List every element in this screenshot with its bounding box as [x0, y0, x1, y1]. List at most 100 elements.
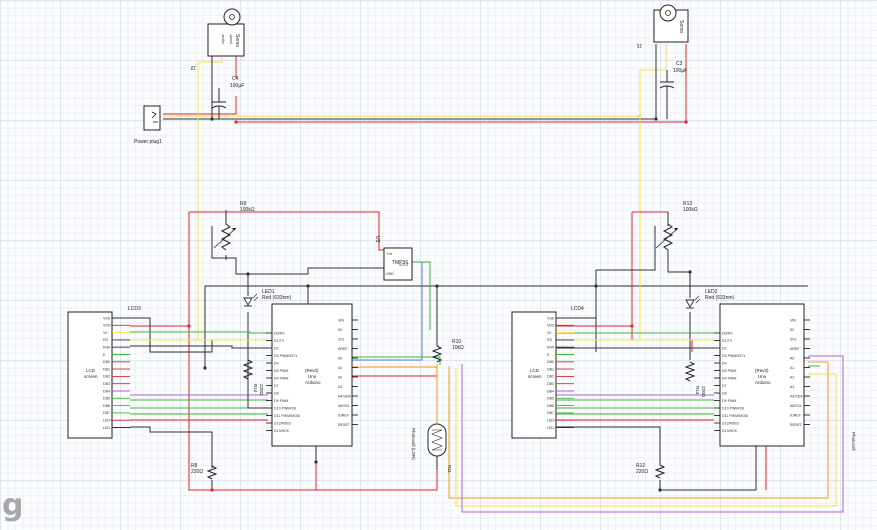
arduino2-left-pin-label: D8	[722, 391, 727, 395]
lcd4-pin-label: VDD	[547, 324, 555, 328]
arduino1-right-pin-label: A1	[338, 366, 342, 370]
wire-uno1-a0-green[interactable]	[352, 356, 441, 365]
arduino1-left-pin-label: D2	[274, 346, 279, 350]
arduino1-right-pin-label: RESET	[338, 423, 351, 427]
resistor-r10[interactable]: R10 10kΩ	[431, 339, 464, 363]
lcd3-label1: LCD	[86, 368, 96, 373]
led1-value: Red (633nm)	[262, 295, 292, 301]
r8-ref: R8	[191, 463, 198, 469]
wire-lcd3-led-minus[interactable]	[130, 426, 213, 468]
u3-label: TMP36	[392, 260, 408, 266]
arduino2-right-pin-label: 5V	[790, 328, 795, 332]
arduino1-right-pin-label: A0	[338, 356, 342, 360]
potentiometer-r13[interactable]: R13 100kΩ	[655, 201, 698, 251]
wire-black-r9[interactable]	[211, 226, 385, 275]
arduino2-left-pin-label: D6 PWM	[722, 376, 736, 380]
wire-lcd4-led-minus[interactable]	[556, 426, 661, 465]
wire-r12-bottom[interactable]	[659, 446, 757, 491]
capacitor-c4[interactable]: C4 100µF	[211, 76, 244, 119]
lcd4-pin-label: V0	[547, 331, 551, 335]
wire-red-right-vertical[interactable]	[631, 212, 693, 352]
resistor-r15[interactable]: R14 220Ω	[684, 361, 706, 398]
lcd3-pin-label: LED-	[103, 426, 112, 430]
wires-left	[130, 56, 844, 513]
r14-value: 220Ω	[259, 384, 264, 396]
arduino2-left-pin-label: D4	[722, 361, 727, 365]
led1-ref: LED1	[262, 289, 275, 295]
lcd3-pin-label: DB0	[103, 360, 110, 364]
arduino2-right-pin-label: A1	[790, 366, 794, 370]
lcd-screen-3[interactable]: LCD3 LCD screen VSSVDDV0RSR/WEDB0DB1DB2D…	[67, 306, 141, 439]
arduino2-line2: Uno	[758, 374, 767, 379]
lcd-screen-4[interactable]: LCD4 LCD screen VSSVDDV0RSR/WEDB0DB1DB2D…	[511, 306, 584, 439]
arduino2-right-pin-label: IOREF	[790, 413, 802, 417]
resistor-r12[interactable]: R12 220Ω	[636, 463, 666, 479]
r9-value: 100kΩ	[240, 207, 255, 213]
resistor-r14[interactable]: R14 220Ω	[242, 359, 264, 396]
arduino2-left-pin-label: D12/MISO	[722, 421, 739, 425]
wire-r14[interactable]	[247, 358, 268, 409]
lcd3-pin-label: R/W	[103, 346, 111, 350]
arduino1-line3: Arduino	[305, 380, 321, 385]
lcd4-pin-label: VSS	[547, 316, 555, 320]
servo1-label: Servo	[234, 34, 240, 47]
wire-black-r13[interactable]	[595, 226, 656, 352]
wire-bottom-purple[interactable]	[461, 355, 844, 513]
lcd3-pin-label: DB3	[103, 382, 110, 386]
wire-lcd3-green-e[interactable]	[130, 331, 268, 334]
servo-1[interactable]: Servo signal power J2	[191, 8, 245, 70]
photocell-1[interactable]: Photocell (LDR) R11	[411, 423, 452, 473]
led2-value: Red (633nm)	[705, 295, 735, 301]
arduino1-left-pin-label: D5 PWM	[274, 369, 288, 373]
lcd4-pin-label: LED-	[547, 426, 556, 430]
arduino2-right-pin-label: RESET	[790, 423, 803, 427]
led-2[interactable]: LED2 Red (633nm)	[685, 289, 735, 309]
lcd3-pin-label: DB1	[103, 367, 110, 371]
r10-ref: R10	[452, 339, 461, 345]
lcd3-pin-label: DB6	[103, 404, 110, 408]
led2-ref: LED2	[705, 289, 718, 295]
wire-bottom-yellow[interactable]	[455, 368, 837, 507]
lcd4-pin-label: E	[547, 353, 550, 357]
watermark-text: g	[2, 488, 24, 523]
lcd3-ref: LCD3	[128, 306, 141, 312]
wire-bottom-orange[interactable]	[448, 361, 829, 499]
sensor-tmp36[interactable]: TMP36 +Vs VOUT GND U3	[374, 236, 413, 281]
lcd3-label2: screen	[84, 374, 98, 379]
led-1[interactable]: LED1 Red (633nm)	[243, 289, 292, 307]
arduino1-right-pin-label: A5/SCL	[338, 404, 350, 408]
resistor-r8[interactable]: R8 220Ω	[191, 463, 218, 480]
potentiometer-r9[interactable]: R9 100kΩ	[213, 201, 255, 251]
capacitor-c3[interactable]: C3 100µF	[659, 61, 687, 119]
lcd4-pin-label: DB5	[547, 397, 554, 401]
wire-power-red-top[interactable]	[163, 96, 237, 115]
arduino1-right-pin-label: A3	[338, 385, 342, 389]
lcd3-pin-label: RS	[103, 338, 109, 342]
arduino2-left-pin-label: D0/RX	[722, 331, 733, 335]
wire-red-r9-top[interactable]	[189, 211, 385, 251]
arduino2-left-pin-label: D5 PWM	[722, 369, 736, 373]
arduino2-right-pin-label: VIN	[790, 318, 796, 322]
wire-r13-bottom[interactable]	[667, 250, 691, 298]
power-plug[interactable]: Power plug1	[134, 105, 162, 145]
wire-lcd3-black-vss[interactable]	[130, 317, 268, 353]
wire-red-left-vertical[interactable]	[188, 212, 438, 491]
arduino2-left-pin-label: D7	[722, 384, 727, 388]
servo-2[interactable]: Servo J1	[637, 4, 689, 48]
photocell1-ref: R11	[447, 465, 452, 473]
lcd4-pin-label: DB6	[547, 404, 554, 408]
wire-tmp-green[interactable]	[412, 261, 431, 330]
wire-lcd3-black-rs[interactable]	[130, 345, 268, 349]
arduino1-right-pin-label: IOREF	[338, 413, 350, 417]
lcd4-pin-label: LED+	[547, 419, 556, 423]
wire-servo2-yellow[interactable]	[639, 44, 667, 340]
lcd4-pin-label: R/W	[547, 346, 555, 350]
wire-servo1-yellow[interactable]	[197, 56, 223, 340]
lcd4-label2: screen	[528, 374, 542, 379]
r13-ref: R13	[683, 201, 692, 207]
lcd3-pin-label: V0	[103, 331, 107, 335]
arduino2-left-pin-label: D11 PWM/MOSI	[722, 414, 748, 418]
lcd3-pin-label: VDD	[103, 324, 111, 328]
